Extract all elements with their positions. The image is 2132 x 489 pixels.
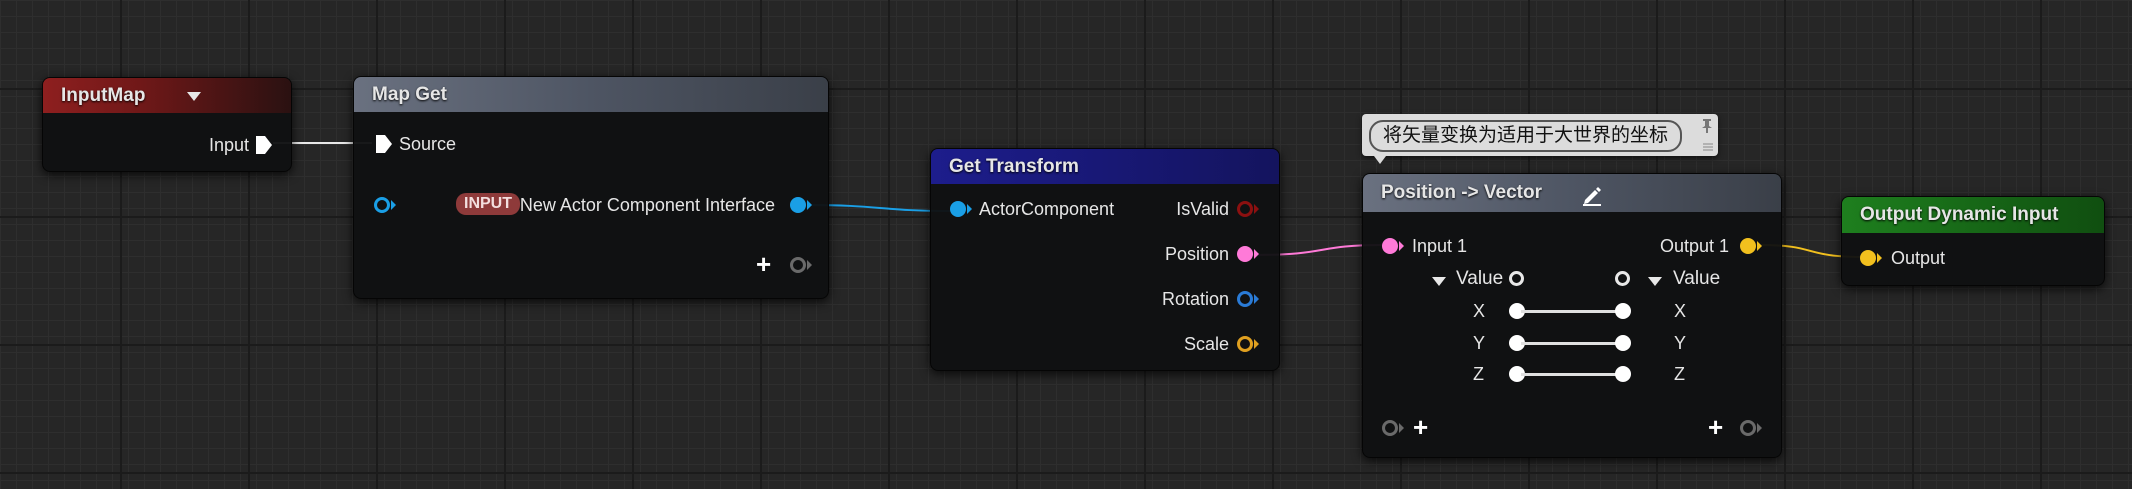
interface-input-pin-icon[interactable] — [374, 197, 390, 213]
output-label: Output 1 — [1659, 236, 1729, 256]
pin-arrow-icon — [967, 204, 972, 214]
output-label-isvalid: IsValid — [1176, 199, 1229, 219]
left-z-pin-icon[interactable] — [1509, 366, 1525, 382]
input-label: ActorComponent — [979, 199, 1115, 219]
right-x-pin-icon[interactable] — [1615, 303, 1631, 319]
vector-input-pin-icon[interactable] — [1382, 238, 1398, 254]
add-pin-plus-icon[interactable]: + — [756, 249, 772, 279]
pin-arrow-icon — [1877, 253, 1882, 263]
pin-arrow-icon — [1254, 204, 1259, 214]
x-connection-line — [1521, 310, 1621, 313]
interface-input-pin-icon[interactable] — [950, 201, 966, 217]
expand-left-value-icon[interactable] — [1432, 277, 1446, 286]
output-dynamic-input-node[interactable]: Output Dynamic Input Output — [1841, 196, 2105, 286]
scale-output-pin-icon[interactable] — [1237, 336, 1253, 352]
left-value-pin-icon[interactable] — [1509, 271, 1524, 286]
resize-grip-icon[interactable] — [1702, 142, 1714, 152]
node-comment-tooltip: 将矢量变换为适用于大世界的坐标 — [1362, 114, 1718, 156]
node-title: InputMap — [61, 85, 146, 106]
pin-arrow-icon — [807, 200, 812, 210]
left-value-label: Value — [1456, 268, 1504, 289]
right-value-label: Value — [1673, 268, 1721, 289]
pencil-icon[interactable] — [1581, 184, 1603, 206]
map-get-node[interactable]: Map Get Source INPUT New Actor Component… — [353, 76, 829, 299]
right-value-pin-icon[interactable] — [1615, 271, 1630, 286]
exec-output-pin-icon[interactable] — [255, 135, 273, 155]
pin-arrow-icon — [391, 200, 396, 210]
node-header[interactable]: Map Get — [354, 77, 828, 112]
left-x-pin-icon[interactable] — [1509, 303, 1525, 319]
right-y-pin-icon[interactable] — [1615, 335, 1631, 351]
node-title: Position -> Vector — [1381, 182, 1543, 203]
output-label-scale: Scale — [1183, 334, 1229, 354]
right-z-label: Z — [1674, 364, 1685, 384]
input-label: Output — [1891, 248, 1946, 268]
output-label-position: Position — [1164, 244, 1229, 264]
add-output-plus-icon[interactable]: + — [1708, 412, 1724, 442]
left-z-label: Z — [1473, 364, 1484, 384]
float-input-pin-icon[interactable] — [1860, 250, 1876, 266]
right-x-label: X — [1674, 301, 1687, 321]
input-map-node[interactable]: InputMap Input — [42, 77, 292, 172]
pin-arrow-icon — [1254, 294, 1259, 304]
output-label-rotation: Rotation — [1161, 289, 1229, 309]
vector-output-pin-icon[interactable] — [1237, 246, 1253, 262]
input-tag-badge: INPUT — [456, 193, 520, 215]
pin-arrow-icon — [1399, 241, 1404, 251]
pin-arrow-icon — [1757, 423, 1762, 433]
pin-arrow-icon — [1757, 241, 1762, 251]
output-label: New Actor Component Interface — [519, 195, 775, 215]
left-x-label: X — [1473, 301, 1486, 321]
add-input-plus-icon[interactable]: + — [1413, 412, 1429, 442]
rotator-output-pin-icon[interactable] — [1237, 291, 1253, 307]
node-header[interactable]: Output Dynamic Input — [1842, 197, 2104, 233]
expand-right-value-icon[interactable] — [1648, 277, 1662, 286]
node-header[interactable]: InputMap — [43, 78, 291, 113]
y-connection-line — [1521, 342, 1621, 345]
node-header[interactable]: Position -> Vector — [1363, 174, 1781, 212]
add-pin-output-icon[interactable] — [790, 257, 806, 273]
input-label: Source — [399, 134, 457, 154]
dropdown-arrow-icon[interactable] — [187, 92, 201, 101]
interface-wire[interactable] — [807, 204, 953, 212]
left-y-pin-icon[interactable] — [1509, 335, 1525, 351]
tooltip-pointer — [1374, 156, 1386, 164]
pin-arrow-icon — [1254, 339, 1259, 349]
pin-arrow-icon — [1254, 249, 1259, 259]
add-input-pin-icon[interactable] — [1382, 420, 1398, 436]
get-transform-node[interactable]: Get Transform ActorComponent IsValid Pos… — [930, 148, 1280, 371]
pin-icon[interactable] — [1700, 118, 1714, 134]
pin-arrow-icon — [807, 260, 812, 270]
exec-input-pin-icon[interactable] — [375, 134, 393, 154]
tooltip-text: 将矢量变换为适用于大世界的坐标 — [1369, 120, 1683, 152]
right-z-pin-icon[interactable] — [1615, 366, 1631, 382]
add-output-pin-icon[interactable] — [1740, 420, 1756, 436]
node-title: Output Dynamic Input — [1860, 204, 2059, 225]
left-y-label: Y — [1473, 333, 1486, 353]
node-header[interactable]: Get Transform — [931, 149, 1279, 184]
position-to-vector-node[interactable]: Position -> Vector Input 1 Output 1 Valu… — [1362, 173, 1782, 458]
pin-arrow-icon — [1399, 423, 1404, 433]
output-label: Input — [208, 135, 249, 155]
right-y-label: Y — [1674, 333, 1687, 353]
interface-output-pin-icon[interactable] — [790, 197, 806, 213]
bool-output-pin-icon[interactable] — [1237, 201, 1253, 217]
node-title: Get Transform — [949, 156, 1079, 177]
input-label: Input 1 — [1412, 236, 1468, 256]
node-title: Map Get — [372, 84, 447, 105]
float-output-pin-icon[interactable] — [1740, 238, 1756, 254]
z-connection-line — [1521, 373, 1621, 376]
